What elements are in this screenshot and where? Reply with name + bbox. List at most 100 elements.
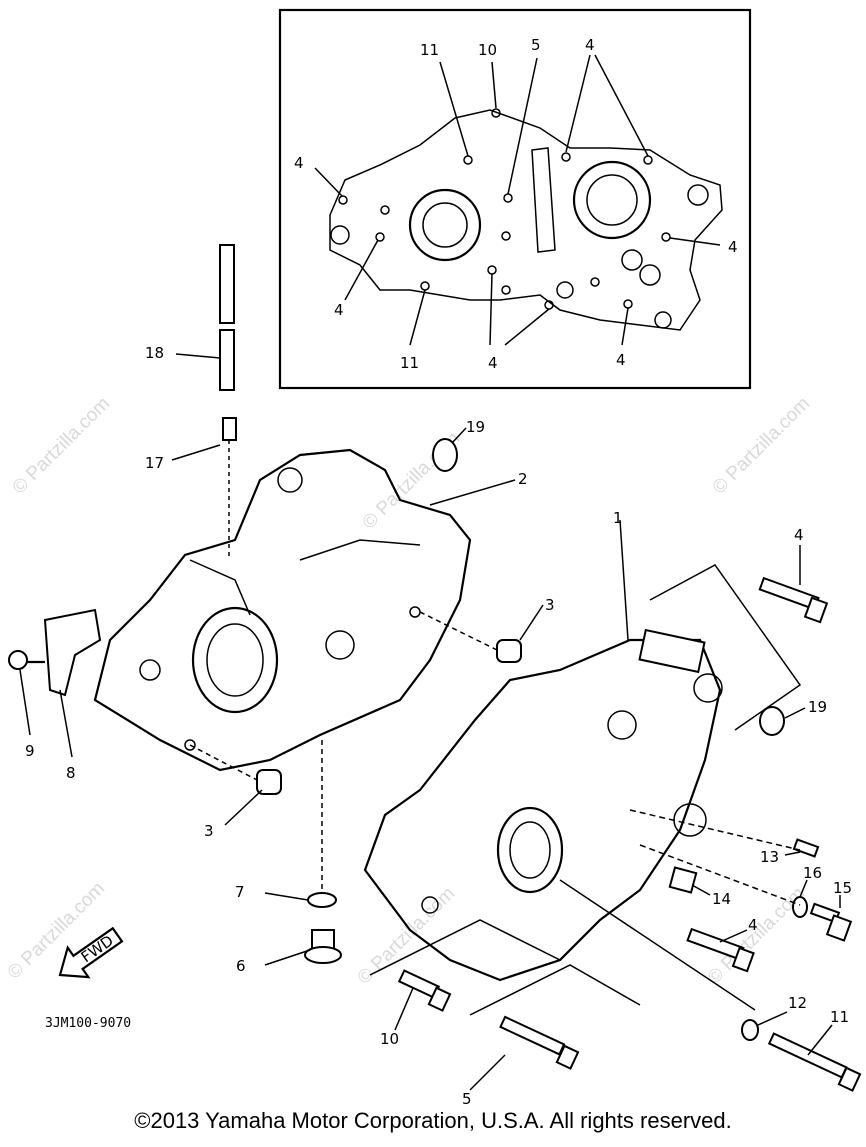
- inset-leaders: [314, 54, 721, 346]
- left-boss-left: [139, 659, 161, 681]
- callout-19-top: 19: [466, 418, 485, 436]
- bolt-4-top: [758, 576, 829, 624]
- inset-view: 11 10 5 4 4 4 4 4 11 4: [278, 8, 752, 390]
- callout-4-lower: 4: [748, 916, 758, 934]
- inset-bearing-right: [572, 160, 652, 240]
- reference-code: 3JM100-9070: [45, 1016, 131, 1031]
- callout-inset-5: 5: [531, 36, 541, 54]
- inset-boss-3: [654, 311, 672, 329]
- plug-6-flange: [304, 946, 342, 964]
- callout-8: 8: [66, 764, 76, 782]
- inset-boss-1: [330, 225, 350, 245]
- dowel-3-lower: [256, 769, 282, 795]
- bolt-4-lower: [686, 927, 755, 973]
- inset-frame: [278, 8, 752, 390]
- washer-7: [307, 892, 337, 908]
- callout-2: 2: [518, 470, 528, 488]
- right-crank-bore: [496, 806, 564, 894]
- bolt-11: [767, 1032, 862, 1092]
- callout-inset-4f: 4: [488, 354, 498, 372]
- copyright-text: ©2013 Yamaha Motor Corporation, U.S.A. A…: [134, 1108, 732, 1133]
- callout-5: 5: [462, 1090, 472, 1108]
- callout-3-lower: 3: [204, 822, 214, 840]
- watermark-3: © Partzilla.com: [709, 393, 814, 498]
- block-14: [668, 866, 698, 894]
- bracket-group-10: [369, 919, 561, 976]
- callout-inset-10: 10: [478, 41, 497, 59]
- left-crankcase: [93, 448, 472, 772]
- rod-upper: [219, 244, 235, 324]
- fwd-label: FWD: [78, 931, 117, 966]
- callout-inset-11a: 11: [420, 41, 439, 59]
- dowel-3-upper-axis: [419, 611, 498, 651]
- inset-bearing-left-inner: [422, 202, 468, 248]
- callout-inset-4e: 4: [616, 351, 626, 369]
- callout-9: 9: [25, 742, 35, 760]
- bracket-group-11: [559, 879, 756, 1011]
- bracket-group-top: [649, 564, 802, 731]
- callout-15: 15: [833, 879, 852, 897]
- pin-13: [792, 838, 820, 858]
- callout-3-upper: 3: [545, 596, 555, 614]
- left-boss-top: [277, 467, 303, 493]
- bolt-10: [397, 969, 452, 1012]
- fwd-arrow-shape: [58, 926, 124, 979]
- inset-case-outline: [329, 109, 723, 331]
- right-crank-bore-inner: [509, 821, 551, 879]
- callout-inset-4a: 4: [585, 36, 595, 54]
- left-rib-2: [299, 539, 421, 561]
- callout-1: 1: [613, 509, 623, 527]
- right-crankcase-outline: [363, 638, 722, 982]
- loose-parts: [8, 244, 862, 1092]
- callout-inset-4c: 4: [728, 238, 738, 256]
- callout-17: 17: [145, 454, 164, 472]
- main-leaders: [19, 353, 841, 1091]
- washer-16: [792, 896, 808, 918]
- right-case-pad: [638, 628, 706, 674]
- inset-boss-4: [687, 184, 709, 206]
- watermarks: © Partzilla.com © Partzilla.com © Partzi…: [4, 393, 814, 988]
- callout-18: 18: [145, 344, 164, 362]
- bolt-5: [499, 1015, 580, 1070]
- inset-boss-6: [639, 264, 661, 286]
- watermark-1: © Partzilla.com: [9, 393, 114, 498]
- callout-6: 6: [236, 957, 246, 975]
- rod-lower: [219, 329, 235, 391]
- left-crankcase-outline: [93, 448, 472, 772]
- callout-14: 14: [712, 890, 731, 908]
- callout-inset-11b: 11: [400, 354, 419, 372]
- washer-12: [741, 1019, 759, 1041]
- right-boss-right: [693, 673, 723, 703]
- main-callouts: 18 17 19 2 1 4 3 19 9 8 3 7 6 13 16 15 1…: [25, 344, 852, 1108]
- pin-17: [222, 417, 237, 441]
- bracket-8: [43, 608, 102, 697]
- seal-19-top: [432, 438, 458, 472]
- right-boss-shaft: [673, 803, 707, 837]
- callout-inset-4d: 4: [334, 301, 344, 319]
- inset-rib: [531, 147, 556, 253]
- callout-16: 16: [803, 864, 822, 882]
- callout-4-top: 4: [794, 526, 804, 544]
- inset-boss-5: [621, 249, 643, 271]
- callout-12: 12: [788, 994, 807, 1012]
- right-boss-top: [607, 710, 637, 740]
- left-crank-bore: [191, 606, 279, 714]
- left-crank-bore-inner: [206, 623, 264, 697]
- left-dowel-hole-1: [409, 606, 421, 618]
- inset-bolt-holes: [338, 108, 671, 310]
- left-gear-bore: [325, 630, 355, 660]
- callout-7: 7: [235, 883, 245, 901]
- seal-19-right: [759, 706, 785, 736]
- callout-19-right: 19: [808, 698, 827, 716]
- inset-boss-2: [556, 281, 574, 299]
- group-brackets: [369, 564, 802, 1016]
- inset-bearing-right-inner: [586, 174, 638, 226]
- right-boss-lower: [421, 896, 439, 914]
- watermark-4: © Partzilla.com: [4, 878, 109, 983]
- shaft-axis-16: [639, 844, 801, 906]
- dowel-3-upper: [496, 639, 522, 663]
- dowel-3-lower-axis: [189, 744, 258, 781]
- screw-9: [8, 650, 28, 670]
- callout-11: 11: [830, 1008, 849, 1026]
